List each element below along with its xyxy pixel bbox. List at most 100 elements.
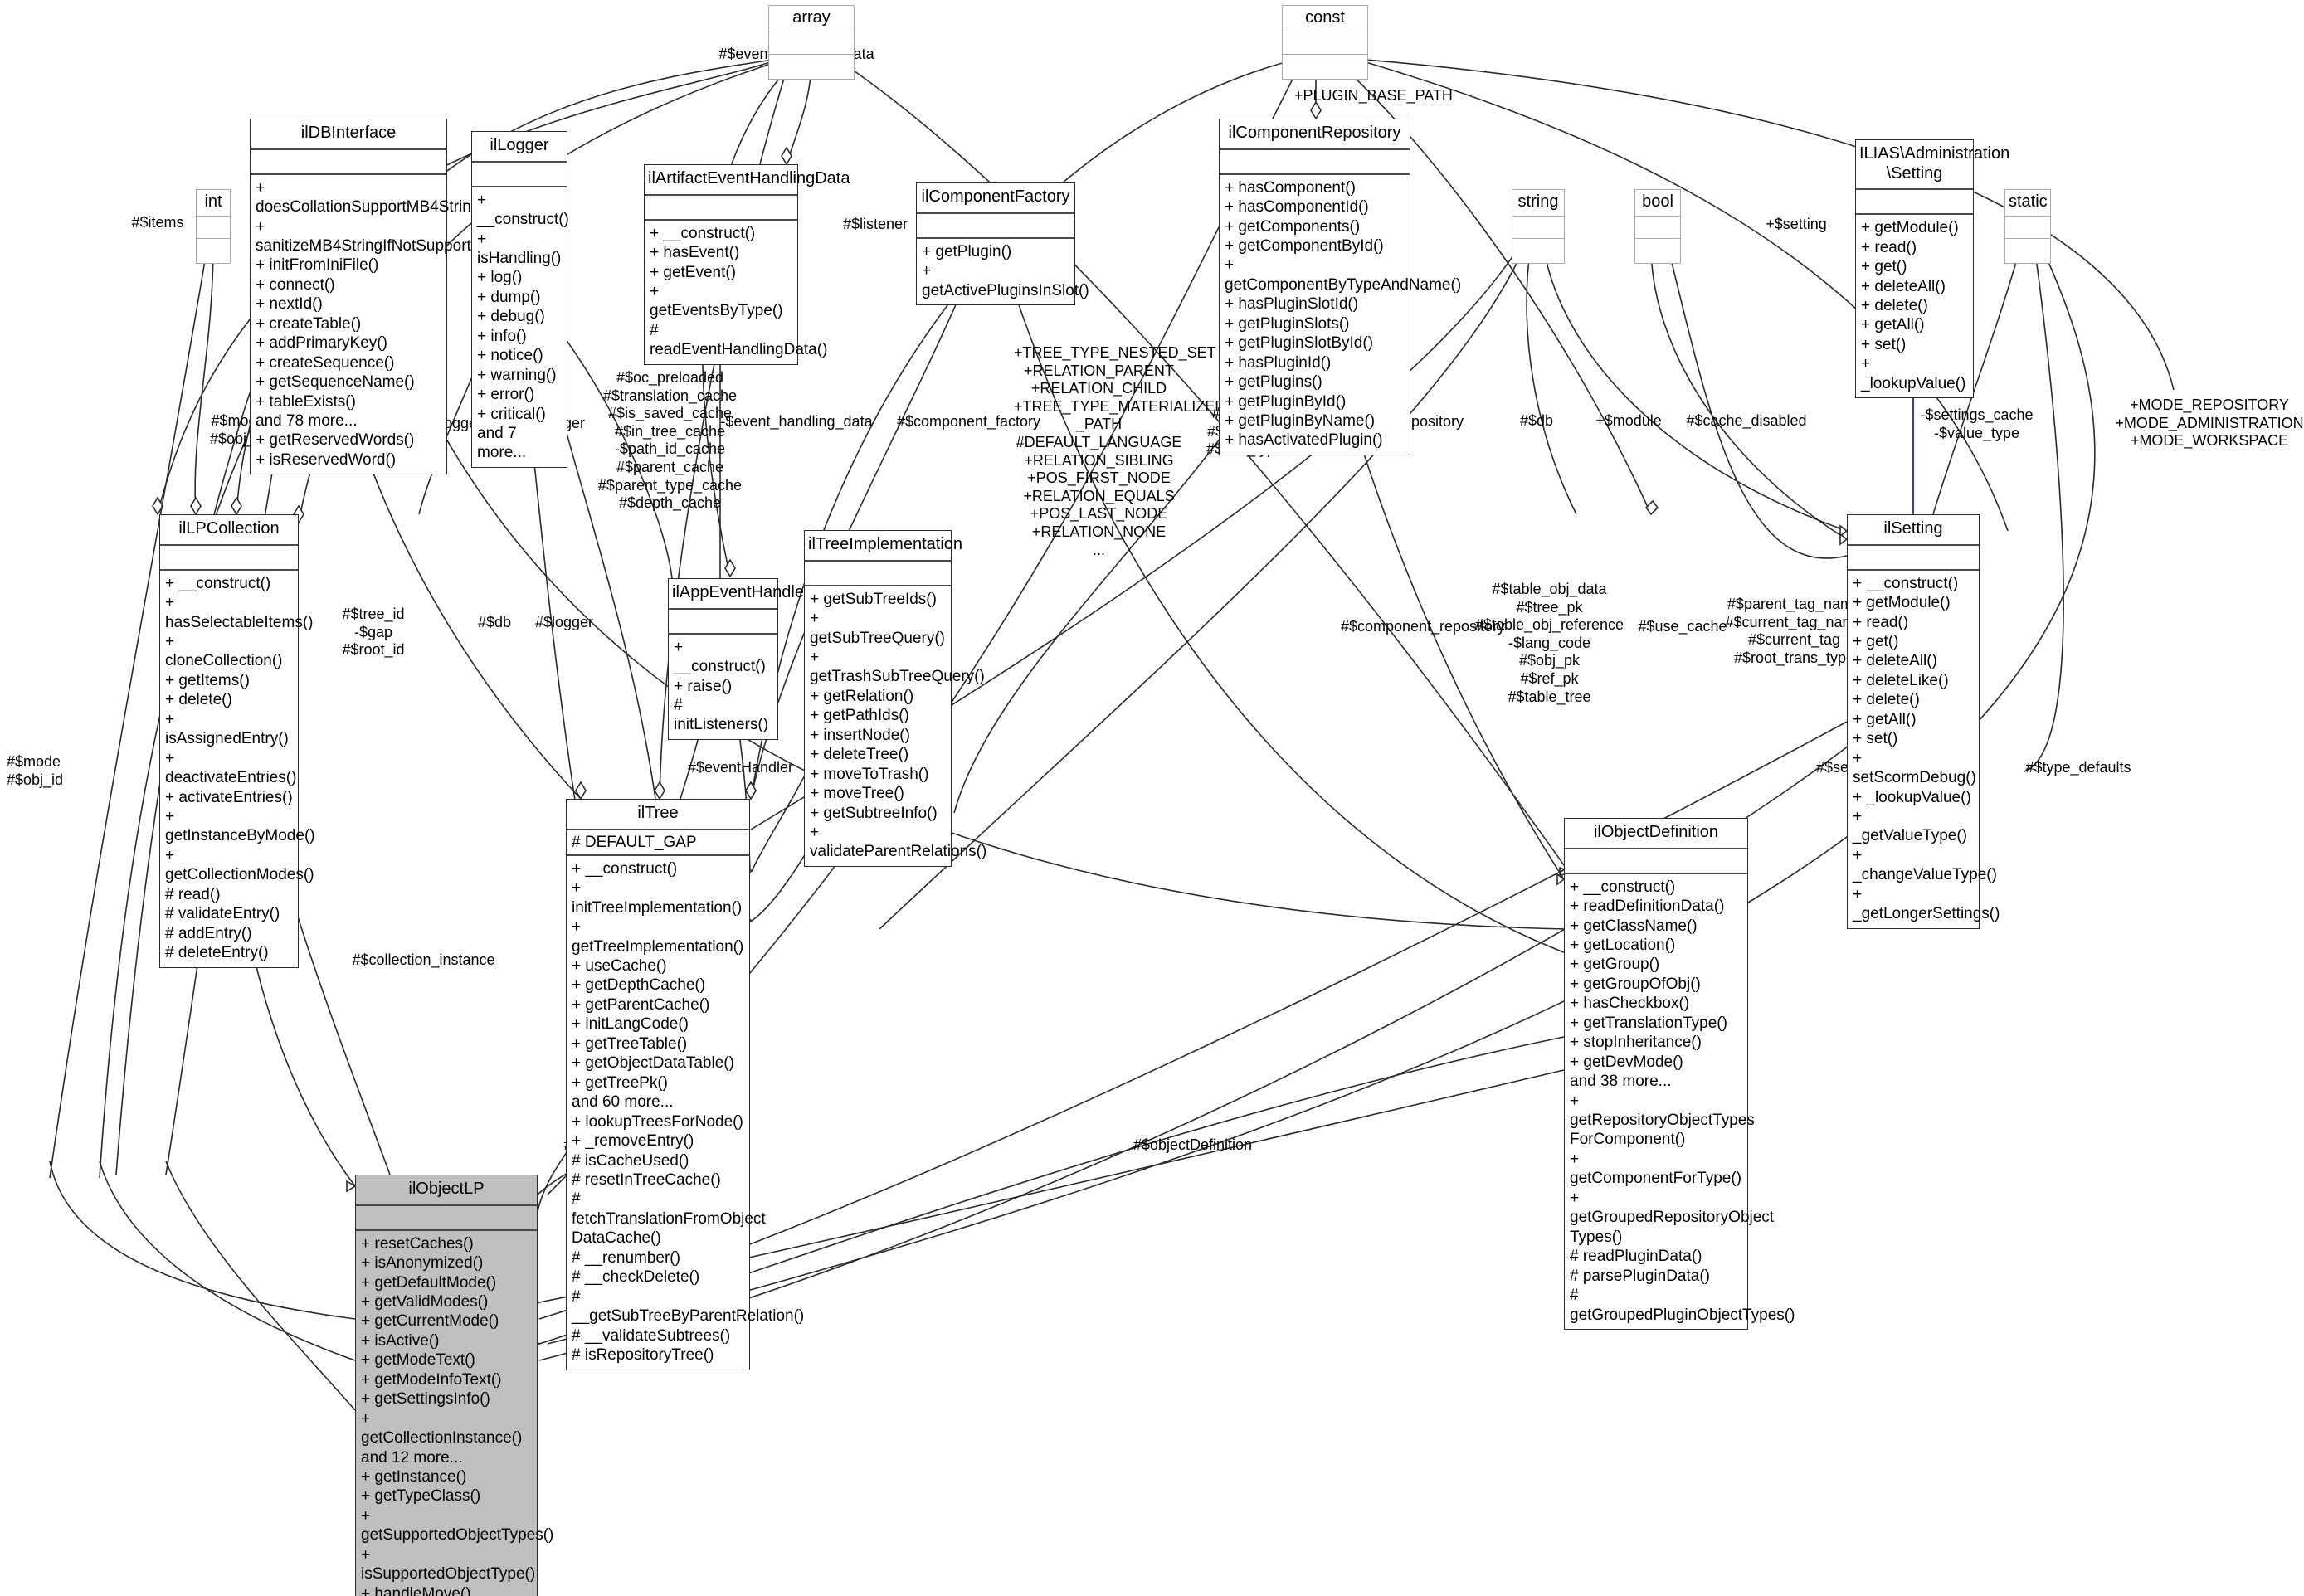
class-node-ilDBInterface[interactable]: ilDBInterface+ doesCollationSupportMB4St… (250, 119, 499, 475)
operation-row: + getTreeTable() (572, 1034, 688, 1053)
class-attributes-string_box (1512, 217, 1564, 239)
operation-row: + getGroupOfObj() (1570, 975, 1701, 993)
operation-row: + deactivateEntries() (165, 749, 297, 787)
class-name-ilTree: ilTree (567, 800, 749, 830)
operation-row: + getPluginById() (1225, 392, 1347, 411)
operation-row: + getDevMode() (1570, 1053, 1683, 1071)
class-node-bool_box[interactable]: bool (1634, 189, 1681, 264)
operation-row: + getEvent() (650, 263, 737, 281)
operation-row: + connect() (256, 275, 335, 294)
class-attributes-ilComponentRepository (1220, 150, 1410, 175)
edge-label-lbl_type_defaults: #$type_defaults (2025, 759, 2131, 776)
operation-row: + getSubTreeIds() (810, 590, 937, 608)
edge-label-lbl_setting: +$setting (1766, 216, 1827, 232)
class-attributes-const_top (1283, 32, 1367, 55)
operation-row: + moveTree() (810, 785, 904, 803)
operation-row: # isRepositoryTree() (572, 1346, 714, 1365)
operation-row: + log() (477, 269, 523, 287)
operation-row: + getValidModes() (361, 1292, 489, 1311)
operation-row: + delete() (165, 691, 232, 709)
class-node-ilLPCollection[interactable]: ilLPCollection+ __construct()+ hasSelect… (159, 514, 315, 968)
operation-row: + getPlugin() (922, 242, 1012, 260)
operation-row: + insertNode() (810, 726, 910, 744)
class-attributes-ilLPCollection (160, 546, 298, 571)
operation-row: # __validateSubtrees() (572, 1326, 731, 1345)
operation-row: + getDefaultMode() (361, 1273, 497, 1292)
class-node-ilTree[interactable]: ilTree# DEFAULT_GAP+ __construct()+ init… (566, 799, 804, 1370)
class-operations-string_box (1512, 239, 1564, 263)
operation-row: + sanitizeMB4StringIfNotSupported() (256, 217, 499, 255)
edge-label-lbl_tree_constants: +TREE_TYPE_NESTED_SET +RELATION_PARENT +… (1014, 344, 1226, 558)
operation-row: + getRepositoryObjectTypes (1570, 1092, 1755, 1130)
class-attributes-ilAppEventHandler (669, 610, 777, 635)
operation-row: + __construct() (1570, 878, 1676, 896)
operation-row: + getModule() (1853, 594, 1951, 612)
class-node-ilComponentRepository[interactable]: ilComponentRepository + hasComponent()+ h… (1219, 119, 1462, 455)
class-node-ILIAS_Administration_Setting[interactable]: ILIAS\Administration \Setting+ getModule… (1855, 139, 2009, 399)
edge-label-lbl_modes: +MODE_REPOSITORY +MODE_ADMINISTRATION +M… (2115, 397, 2304, 450)
class-node-string_box[interactable]: string (1512, 189, 1565, 264)
class-operations-ilDBInterface: + doesCollationSupportMB4Strings()+ sani… (251, 175, 499, 474)
class-operations-array_top (769, 55, 854, 79)
class-name-ilLogger: ilLogger (472, 132, 567, 163)
class-name-ilObjectLP: ilObjectLP (356, 1175, 537, 1206)
class-node-ilComponentFactory[interactable]: ilComponentFactory+ getPlugin()+ getActi… (916, 182, 1089, 305)
operation-row: and 78 more... (256, 412, 358, 431)
operation-row: + getInstanceByMode() (165, 808, 315, 845)
operation-row: + moveToTrash() (810, 765, 929, 783)
operation-row: + error() (477, 386, 535, 404)
operation-row: + getPluginSlotById() (1225, 334, 1374, 353)
class-node-static_box[interactable]: static (2004, 189, 2051, 264)
class-name-ilComponentFactory: ilComponentFactory (917, 183, 1074, 214)
operation-row: + getCurrentMode() (361, 1312, 499, 1331)
attribute-row: # DEFAULT_GAP (572, 833, 697, 851)
operation-row: + deleteLike() (1853, 671, 1949, 689)
operation-row: # validateEntry() (165, 905, 280, 923)
class-attributes-ilTree: # DEFAULT_GAP (567, 830, 749, 856)
class-attributes-ilLogger (472, 163, 567, 187)
class-name-ilComponentRepository: ilComponentRepository (1220, 119, 1410, 150)
class-node-int_box[interactable]: int (196, 189, 231, 264)
operation-row: + getComponentByTypeAndName() (1225, 256, 1462, 294)
class-node-array_top[interactable]: array (768, 5, 855, 80)
operation-row: + notice() (477, 347, 543, 365)
class-node-const_top[interactable]: const (1282, 5, 1368, 80)
class-node-ilObjectLP[interactable]: ilObjectLP + resetCaches()+ isAnonymized(… (355, 1175, 553, 1596)
operation-row: + __construct() (674, 638, 766, 676)
class-node-ilSetting[interactable]: ilSetting+ __construct()+ getModule()+ r… (1847, 514, 2000, 929)
operation-row: Types() (1570, 1228, 1623, 1246)
operation-row: + activateEntries() (165, 788, 293, 806)
operation-row: + hasSelectableItems() (165, 594, 314, 631)
operation-row: + get() (1853, 632, 1899, 650)
class-operations-ilObjectLP: + resetCaches()+ isAnonymized()+ getDefa… (356, 1230, 553, 1596)
class-node-ilLogger[interactable]: ilLogger+ __construct()+ isHandling()+ l… (471, 131, 569, 468)
operation-row: + getComponentForType() (1570, 1150, 1741, 1188)
operation-row: # initListeners() (674, 696, 769, 734)
operation-row: + deleteTree() (810, 746, 909, 764)
class-name-int_box: int (197, 190, 230, 217)
operation-row: + _removeEntry() (572, 1132, 694, 1151)
class-attributes-ilObjectLP (356, 1205, 537, 1231)
class-node-ilAppEventHandler[interactable]: ilAppEventHandler+ __construct()+ raise(… (668, 578, 810, 740)
class-operations-ilComponentRepository: + hasComponent()+ hasComponentId()+ getC… (1220, 175, 1462, 455)
operation-row: + setScormDebug() (1853, 749, 1976, 787)
operation-row: + get() (1861, 258, 1907, 276)
class-node-ilTreeImplementation[interactable]: ilTreeImplementation+ getSubTreeIds()+ g… (804, 530, 986, 867)
class-node-ilArtifactEventHandlingData[interactable]: ilArtifactEventHandlingData+ __construct… (644, 164, 850, 365)
edge-label-lbl_object_definition: #$objectDefinition (1133, 1136, 1253, 1153)
edge-label-lbl_settings_cache: -$settings_cache -$value_type (1920, 406, 2034, 441)
operation-row: + getPluginByName() (1225, 412, 1376, 431)
operation-row: + nextId() (256, 295, 323, 314)
class-attributes-ilDBInterface (251, 150, 446, 175)
operation-row: + getSettingsInfo() (361, 1390, 490, 1409)
operation-row: # deleteEntry() (165, 944, 269, 962)
edge-label-lbl_db_2: #$db (1519, 412, 1554, 429)
operation-row: + set() (1853, 730, 1898, 748)
operation-row: + lookupTreesForNode() (572, 1112, 743, 1131)
class-attributes-ilSetting (1848, 546, 1979, 571)
class-name-static_box: static (2005, 190, 2050, 217)
class-node-ilObjectDefinition[interactable]: ilObjectDefinition+ __construct()+ readD… (1564, 818, 1795, 1331)
operation-row: + initLangCode() (572, 1015, 689, 1034)
operation-row: + hasEvent() (650, 244, 740, 262)
class-operations-ilLPCollection: + __construct()+ hasSelectableItems()+ c… (160, 571, 315, 967)
